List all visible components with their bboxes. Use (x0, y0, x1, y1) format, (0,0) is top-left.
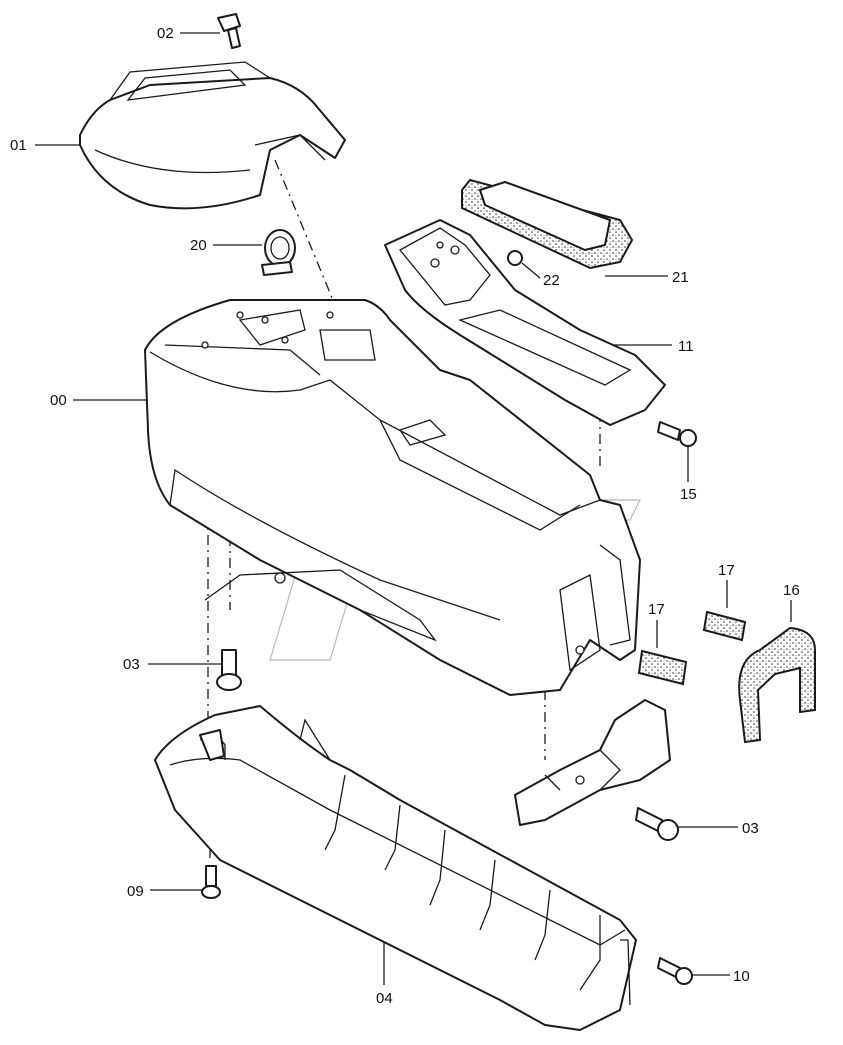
callout-22: 22 (543, 272, 560, 289)
screw-10 (657, 957, 693, 985)
callout-03-lower: 03 (742, 820, 759, 837)
screw-09 (201, 865, 221, 899)
callout-04: 04 (376, 990, 393, 1007)
bolt-15 (657, 421, 697, 447)
callout-03-upper: 03 (123, 656, 140, 673)
tray-boss (199, 729, 225, 761)
tray-04 (154, 705, 637, 1031)
panel-11 (384, 219, 666, 426)
bolt-03-lower (635, 807, 679, 841)
bolt-03-upper (216, 649, 242, 691)
cover-01 (79, 61, 346, 210)
bracket-assembly (514, 699, 671, 826)
leader-lines (35, 32, 792, 985)
callout-02: 02 (157, 25, 174, 42)
callout-11: 11 (678, 338, 694, 355)
callout-00: 00 (50, 392, 67, 409)
callout-17a: 17 (718, 562, 735, 579)
clamp-20 (261, 229, 296, 276)
foam-block-17b (637, 649, 688, 686)
callout-21: 21 (672, 269, 689, 286)
foam-pad-21 (461, 178, 634, 270)
foam-u-16 (738, 626, 816, 744)
callout-01: 01 (10, 137, 27, 154)
knob-22 (507, 250, 523, 266)
callout-20: 20 (190, 237, 207, 254)
foam-block-17a (702, 610, 747, 642)
screw-02 (217, 13, 241, 49)
callout-17b: 17 (648, 601, 665, 618)
console-body-00 (144, 299, 641, 696)
callout-09: 09 (127, 883, 144, 900)
callout-15: 15 (680, 486, 697, 503)
callout-16: 16 (783, 582, 800, 599)
callout-10: 10 (733, 968, 750, 985)
